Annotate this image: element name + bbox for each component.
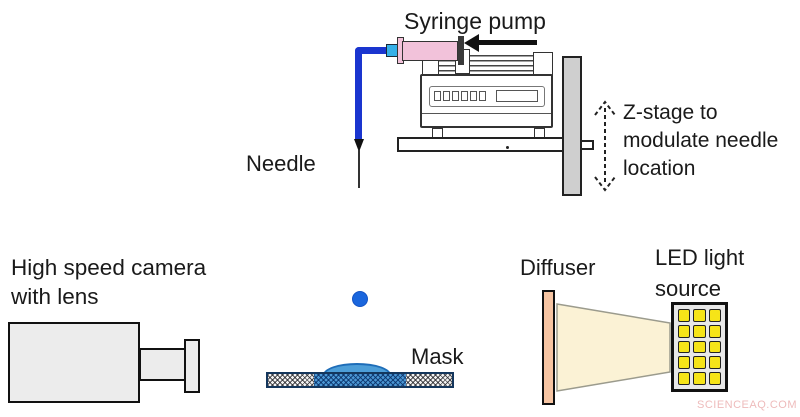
diffuser-label: Diffuser	[520, 255, 596, 280]
pump-button	[470, 91, 477, 101]
led-cell	[708, 324, 721, 338]
tubing-vertical	[355, 47, 362, 140]
led-cell	[678, 309, 691, 322]
z-stage-bar	[562, 56, 582, 196]
led-cell	[708, 356, 721, 370]
pump-button	[452, 91, 459, 101]
led-cell	[693, 340, 706, 354]
pump-platform	[397, 137, 567, 152]
z-stage-motion-arrow-icon	[594, 100, 616, 192]
led-source-label: LED light source	[655, 245, 745, 301]
syringe-plunger-head	[458, 36, 464, 65]
pump-body-seam	[422, 113, 551, 114]
led-cell	[678, 324, 691, 338]
led-cell	[693, 372, 706, 385]
led-cell	[708, 372, 721, 385]
tubing-horizontal	[355, 47, 389, 54]
led-cell	[693, 324, 706, 338]
push-direction-arrow-shaft	[477, 40, 537, 45]
push-direction-arrowhead-icon	[464, 34, 479, 52]
led-cell	[678, 372, 691, 385]
needle-tip	[358, 150, 360, 188]
falling-droplet	[352, 291, 368, 307]
led-cell	[708, 340, 721, 354]
camera-label: High speed camera with lens	[11, 255, 207, 309]
mask-label: Mask	[411, 344, 464, 369]
led-cell	[678, 356, 691, 370]
diffuser-plate	[542, 290, 555, 405]
pump-button-row	[434, 91, 486, 101]
led-cell	[708, 309, 721, 322]
mask-end-left	[268, 374, 314, 386]
mask-substrate	[266, 372, 454, 388]
camera-body	[8, 322, 140, 403]
led-cell	[693, 356, 706, 370]
pump-button	[479, 91, 486, 101]
syringe-pump-label: Syringe pump	[404, 8, 546, 34]
z-stage-label: Z-stage to modulate needle location	[623, 101, 779, 180]
led-cell	[678, 340, 691, 354]
led-cell	[693, 309, 706, 322]
camera-lens-front	[184, 339, 200, 393]
light-beam-shape	[556, 303, 671, 392]
pump-button	[443, 91, 450, 101]
pump-rail-right-block	[533, 52, 553, 76]
pump-button	[461, 91, 468, 101]
pump-button	[434, 91, 441, 101]
needle-hub-icon	[354, 139, 364, 152]
pump-display	[496, 90, 538, 102]
mask-center-wetted	[314, 374, 406, 386]
syringe-barrel	[402, 41, 458, 61]
led-grid	[671, 302, 728, 392]
needle-label: Needle	[246, 151, 316, 176]
camera-lens-barrel	[139, 348, 186, 381]
light-beam	[556, 303, 671, 392]
mask-end-right	[406, 374, 452, 386]
watermark: SCIENCEAQ.COM	[697, 399, 798, 411]
platform-screw	[506, 146, 509, 149]
